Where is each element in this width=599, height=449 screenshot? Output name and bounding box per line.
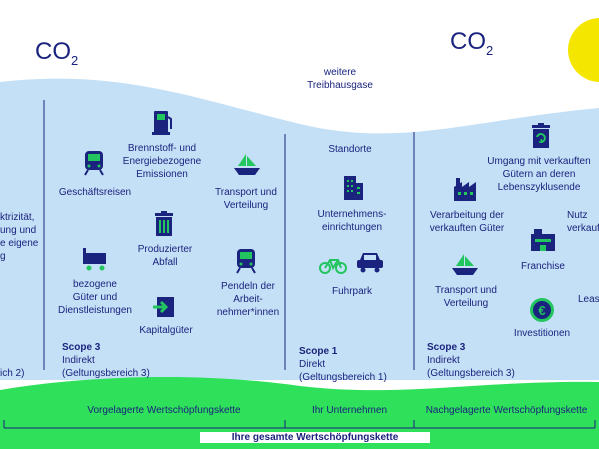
upstream-goods-label: bezogene Güter und Dienstleistungen — [58, 279, 132, 316]
sun — [568, 18, 599, 82]
downstream-eol-label: Umgang mit verkauften Gütern an deren Le… — [487, 156, 591, 193]
ship-icon — [234, 154, 260, 175]
company-facilities-label: Unternehmens- einrichtungen — [317, 209, 387, 233]
upstream-capital-label: Kapitalgüter — [139, 325, 193, 336]
company-scope-sub: Direkt (Geltungsbereich 1) — [299, 359, 387, 383]
green-ground — [0, 376, 599, 449]
euro-coin-icon: € — [530, 298, 554, 322]
downstream-chain-label: Nachgelagerte Wertschöpfungskette — [425, 405, 588, 416]
factory-icon — [454, 178, 476, 201]
sky-wave — [0, 78, 599, 381]
ship-icon-downstream — [452, 254, 478, 275]
upstream-scope-title: Scope 3 — [62, 342, 101, 353]
your-company-label: Ihr Unternehmen — [311, 405, 388, 416]
svg-text:€: € — [538, 303, 545, 318]
scope2-partial-footer: ich 2) — [0, 368, 25, 379]
upstream-chain-label: Vorgelagerte Wertschöpfungskette — [87, 405, 241, 416]
downstream-leasing-partial-label: Leas — [578, 294, 599, 305]
downstream-investments-label: Investitionen — [513, 328, 571, 339]
car-icon — [357, 253, 383, 273]
co2-label-left: CO2 — [35, 38, 79, 68]
downstream-use-partial-label: Nutz verkauf — [567, 210, 599, 234]
capital-goods-icon — [153, 297, 174, 317]
bicycle-icon — [319, 259, 347, 274]
upstream-scope-sub: Indirekt (Geltungsbereich 3) — [62, 355, 150, 379]
upstream-commute-label: Pendeln der Arbeit- nehmer*innen — [216, 281, 280, 318]
downstream-franchise-label: Franchise — [521, 261, 565, 272]
other-gases-label: weitere Treibhausgase — [307, 67, 373, 91]
scope2-partial-text: ktrizität, ung und e eigene g — [0, 212, 39, 262]
company-fleet-label: Fuhrpark — [331, 286, 372, 297]
building-icon — [344, 176, 363, 200]
company-sites-label: Standorte — [328, 144, 372, 155]
company-scope-title: Scope 1 — [299, 346, 338, 357]
upstream-waste-label: Produzierter Abfall — [137, 244, 193, 268]
cart-icon — [83, 248, 106, 271]
downstream-transport-label: Transport und Verteilung — [435, 285, 497, 309]
fuel-pump-icon — [152, 111, 172, 135]
co2-label-right: CO2 — [450, 28, 494, 58]
downstream-processing-label: Verarbeitung der verkauften Güter — [429, 210, 505, 234]
total-value-chain-label: Ihre gesamte Wertschöpfungskette — [200, 432, 430, 443]
recycle-bin-icon — [532, 123, 550, 148]
downstream-scope-sub: Indirekt (Geltungsbereich 3) — [427, 355, 515, 379]
franchise-building-icon — [531, 229, 555, 251]
upstream-travel-label: Geschäftsreisen — [58, 187, 132, 198]
downstream-scope-title: Scope 3 — [427, 342, 466, 353]
train-icon — [84, 151, 104, 176]
upstream-fuel-label: Brennstoff- und Energiebezogene Emission… — [122, 143, 202, 180]
trash-bin-icon — [155, 211, 173, 236]
commuter-train-icon — [236, 249, 256, 274]
upstream-transport-label: Transport und Verteilung — [215, 187, 277, 211]
